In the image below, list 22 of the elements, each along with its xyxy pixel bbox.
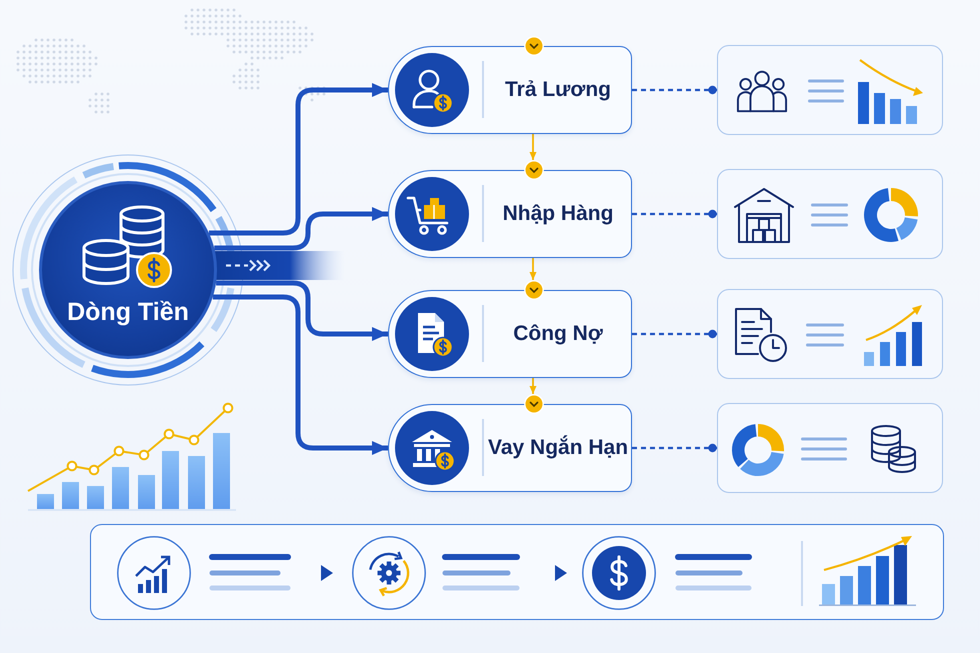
thick-arrow xyxy=(214,207,388,250)
dashed-connector xyxy=(632,210,717,218)
dashed-connector xyxy=(632,330,717,338)
dashed-connector xyxy=(632,86,717,94)
arrow xyxy=(530,378,536,394)
thick-arrow xyxy=(208,83,388,236)
thick-arrow xyxy=(216,280,388,341)
info-card xyxy=(717,403,943,493)
thick-arrow xyxy=(212,294,388,455)
node-label: Trả Lương xyxy=(504,77,612,103)
node-label: Vay Ngắn Hạn xyxy=(488,434,628,461)
arrow xyxy=(530,258,536,280)
node-label: Dòng Tiền xyxy=(66,297,190,327)
node-label: Công Nợ xyxy=(512,321,604,347)
info-card xyxy=(717,45,943,135)
arrow xyxy=(530,134,536,160)
info-card xyxy=(717,169,943,259)
info-card xyxy=(717,289,943,379)
summary-panel xyxy=(90,524,944,620)
dashed-connector xyxy=(632,444,717,452)
hub-circle xyxy=(39,181,217,359)
node-label: Nhập Hàng xyxy=(502,201,614,227)
